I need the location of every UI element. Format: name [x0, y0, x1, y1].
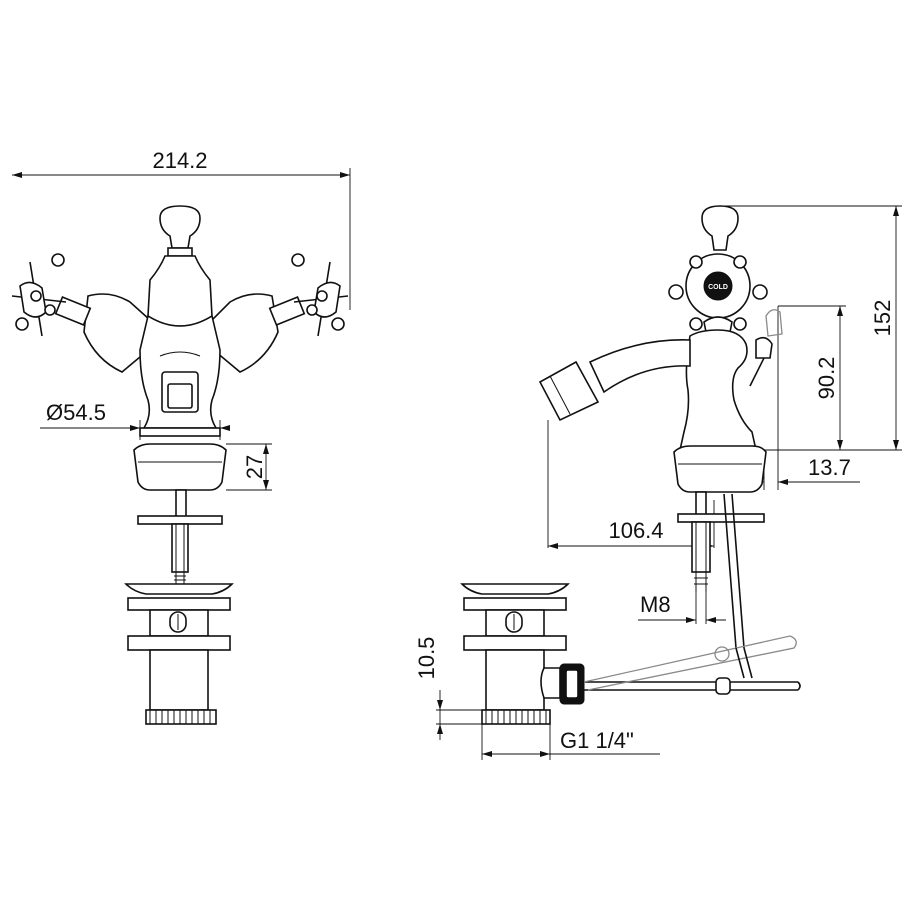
- side-cross-handle: COLD: [668, 253, 768, 333]
- diameter-dim-label: Ø54.5: [46, 400, 106, 425]
- thread-dim-label: M8: [640, 592, 671, 617]
- right-cross-handle: [291, 253, 349, 337]
- side-waste: [460, 583, 585, 725]
- thread-dimension: M8: [638, 592, 726, 624]
- total-height-dim-label: 152: [870, 300, 895, 337]
- front-waste: [124, 583, 234, 725]
- front-base: [133, 427, 227, 491]
- front-shank: [137, 489, 223, 584]
- diameter-dimension: Ø54.5: [40, 400, 230, 440]
- cold-badge: [703, 271, 733, 301]
- base-height-dim-label: 27: [242, 455, 267, 479]
- spout-reach-dim-label: 106.4: [608, 518, 663, 543]
- central-neck: [147, 255, 213, 327]
- popup-linkage: [583, 635, 801, 695]
- waste-height-dimension: 10.5: [414, 637, 486, 740]
- width-dim-label: 214.2: [152, 148, 207, 173]
- total-height-dimension: 152: [724, 205, 902, 451]
- side-body: [679, 329, 757, 451]
- left-cross-handle: [11, 253, 67, 337]
- waste-height-dim-label: 10.5: [414, 637, 439, 680]
- side-base: [673, 445, 767, 493]
- spout-height-dim-label: 90.2: [814, 357, 839, 400]
- side-view: 152 90.2 13.7: [414, 205, 902, 760]
- side-spout: [538, 339, 691, 422]
- cold-badge-label: COLD: [708, 284, 728, 291]
- top-knob: [159, 205, 201, 257]
- right-handle-arm: [211, 293, 306, 373]
- base-height-dimension: 27: [226, 443, 272, 491]
- side-top-knob: [701, 205, 739, 251]
- front-view: 214.2: [11, 148, 351, 725]
- waste-thread-dimension: G1 1/4": [481, 724, 660, 760]
- side-shank: [677, 491, 765, 649]
- spout-height-dimension: 90.2: [778, 305, 846, 450]
- left-handle-arm: [54, 293, 151, 373]
- side-popup-lever: [749, 309, 783, 387]
- waste-thread-dim-label: G1 1/4": [560, 728, 634, 753]
- base-offset-dim-label: 13.7: [808, 455, 851, 480]
- front-nozzle: [159, 351, 201, 413]
- width-dimension: 214.2: [12, 148, 351, 310]
